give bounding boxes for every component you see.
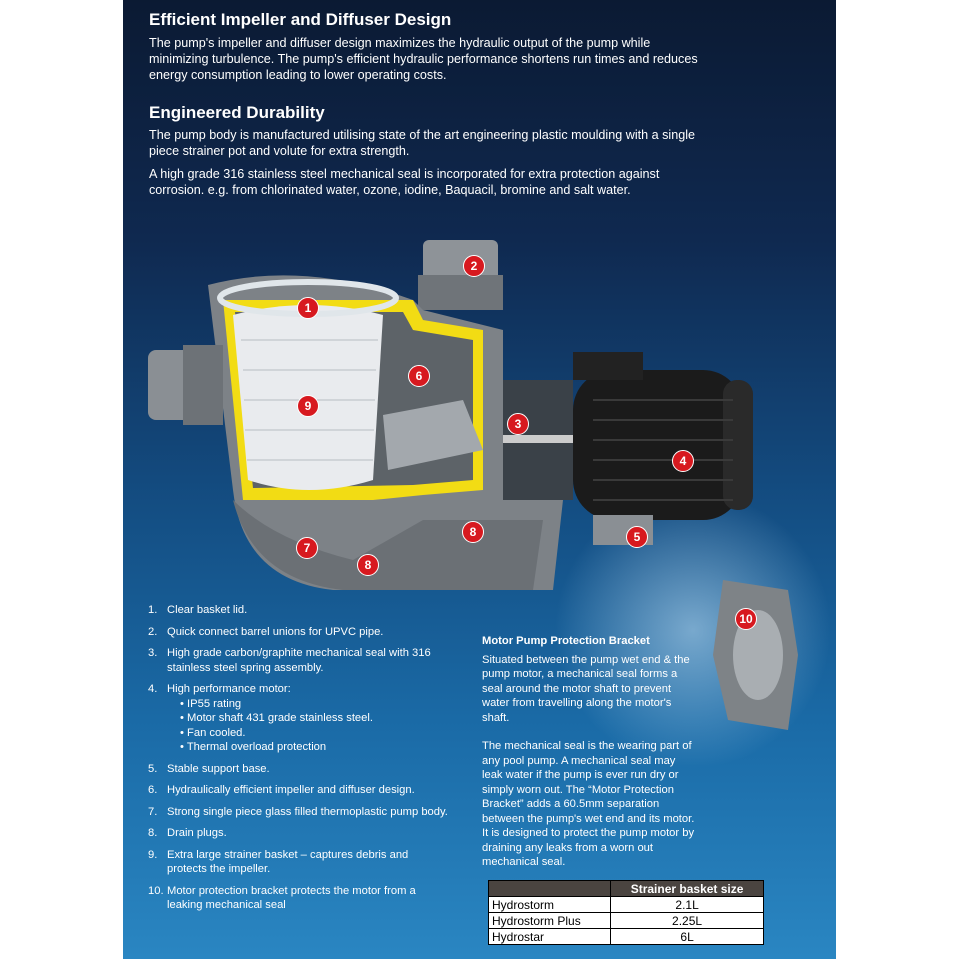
feature-bullet: IP55 rating (180, 697, 373, 712)
feature-bullet: Thermal overload protection (180, 740, 373, 755)
size-cell: 2.25L (610, 912, 764, 929)
marker-5: 5 (626, 526, 648, 548)
model-cell: Hydrostorm (487, 896, 612, 913)
feature-number: 10. (148, 884, 164, 897)
feature-number: 4. (148, 683, 158, 695)
feature-number: 1. (148, 604, 158, 616)
feature-item: 6. Hydraulically efficient impeller and d… (148, 783, 448, 798)
feature-text: Hydraulically efficient impeller and dif… (167, 784, 415, 796)
marker-7: 7 (296, 537, 318, 559)
marker-10: 10 (735, 608, 757, 630)
feature-text: Clear basket lid. (167, 604, 248, 616)
feature-text: Drain plugs. (167, 827, 227, 839)
table-header-size: Strainer basket size (610, 880, 764, 897)
model-cell: Hydrostar (487, 928, 612, 945)
marker-3: 3 (507, 413, 529, 435)
paragraph-impeller: The pump's impeller and diffuser design … (149, 36, 698, 82)
marker-1: 1 (297, 297, 319, 319)
feature-number: 7. (148, 805, 158, 818)
feature-bullet: Motor shaft 431 grade stainless steel. (180, 711, 373, 726)
feature-number: 9. (148, 848, 158, 861)
feature-number: 5. (148, 762, 158, 775)
paragraph-durability-2: A high grade 316 stainless steel mechani… (149, 167, 660, 197)
feature-item: 8. Drain plugs. (148, 826, 448, 841)
marker-2: 2 (463, 255, 485, 277)
table-header-blank (487, 880, 612, 897)
bracket-paragraph-2: The mechanical seal is the wearing part … (482, 740, 695, 868)
feature-list: 1. Clear basket lid. 2. Quick connect barre… (148, 603, 448, 920)
size-cell: 2.1L (610, 896, 764, 913)
heading-impeller: Efficient Impeller and Diffuser Design (149, 10, 452, 29)
feature-item: 10.Motor protection bracket protects the… (148, 884, 448, 913)
feature-number: 2. (148, 625, 158, 638)
feature-bullet: Fan cooled. (180, 726, 373, 741)
feature-text: Stable support base. (167, 762, 270, 775)
marker-4: 4 (672, 450, 694, 472)
feature-item: 5. Stable support base. (148, 762, 448, 777)
feature-number: 6. (148, 784, 158, 796)
marker-6: 6 (408, 365, 430, 387)
size-cell: 6L (610, 928, 764, 945)
brochure-page: Efficient Impeller and Diffuser Design T… (123, 0, 836, 959)
protection-bracket-illustration (713, 580, 798, 730)
bracket-paragraph-1: Situated between the pump wet end & the … (482, 653, 690, 724)
feature-item: 1. Clear basket lid. (148, 603, 448, 618)
marker-8b: 8 (462, 521, 484, 543)
feature-text: Quick connect barrel unions for UPVC pip… (167, 625, 384, 638)
feature-item: 2. Quick connect barrel unions for UPVC p… (148, 625, 448, 640)
feature-item: 7. Strong single piece glass filled therm… (148, 805, 448, 820)
model-cell: Hydrostorm Plus (487, 912, 612, 929)
paragraph-durability-1: The pump body is manufactured utilising … (149, 128, 696, 158)
feature-text: Motor protection bracket protects the mo… (167, 884, 416, 912)
feature-text: Strong single piece glass filled thermop… (167, 805, 448, 818)
pump-cutaway-illustration (148, 240, 753, 590)
feature-number: 8. (148, 827, 158, 839)
heading-durability: Engineered Durability (149, 103, 325, 122)
feature-item: 4. High performance motor: IP55 ratingMoto… (148, 682, 448, 755)
feature-text: Extra large strainer basket – captures d… (167, 848, 409, 876)
feature-number: 3. (148, 647, 158, 659)
feature-text: High grade carbon/graphite mechanical se… (167, 647, 431, 674)
feature-text: High performance motor: (167, 683, 291, 695)
bracket-title: Motor Pump Protection Bracket (482, 635, 650, 647)
marker-8a: 8 (357, 554, 379, 576)
bracket-description: Motor Pump Protection Bracket Situated b… (482, 634, 697, 870)
marker-9: 9 (297, 395, 319, 417)
feature-item: 3. High grade carbon/graphite mechanical … (148, 646, 448, 675)
feature-item: 9. Extra large strainer basket – captures… (148, 848, 448, 877)
